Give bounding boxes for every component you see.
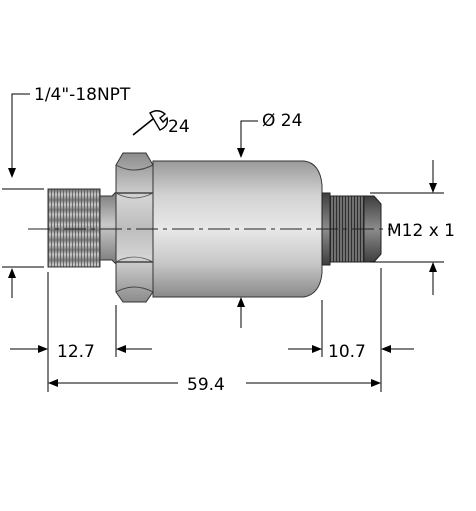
thread-length-label: 12.7 (57, 342, 95, 362)
thread-neck (99, 190, 117, 266)
process-thread (47, 188, 101, 268)
hex-nut (115, 152, 154, 303)
thread-label: 1/4"-18NPT (34, 85, 131, 105)
total-length-label: 59.4 (187, 375, 225, 395)
thread-callout: 1/4"-18NPT (8, 85, 131, 178)
thread-length-dimension: 12.7 (10, 342, 152, 362)
extension-lines (47, 268, 382, 392)
total-length-dimension: 59.4 (48, 375, 381, 395)
connector-length-dimension: 10.7 (288, 342, 414, 362)
diameter-label: Ø 24 (262, 111, 302, 131)
connector-length-label: 10.7 (328, 342, 366, 362)
wrench-size-label: 24 (168, 117, 190, 137)
wrench-callout: 24 (132, 110, 190, 137)
wrench-icon (132, 110, 169, 136)
connector-label: M12 x 1 (387, 221, 455, 241)
pressure-sensor-body (28, 152, 392, 303)
diameter-dimension: Ø 24 (237, 111, 302, 328)
connector-dimension: M12 x 1 (370, 160, 455, 295)
thread-height-dimension (2, 188, 44, 298)
